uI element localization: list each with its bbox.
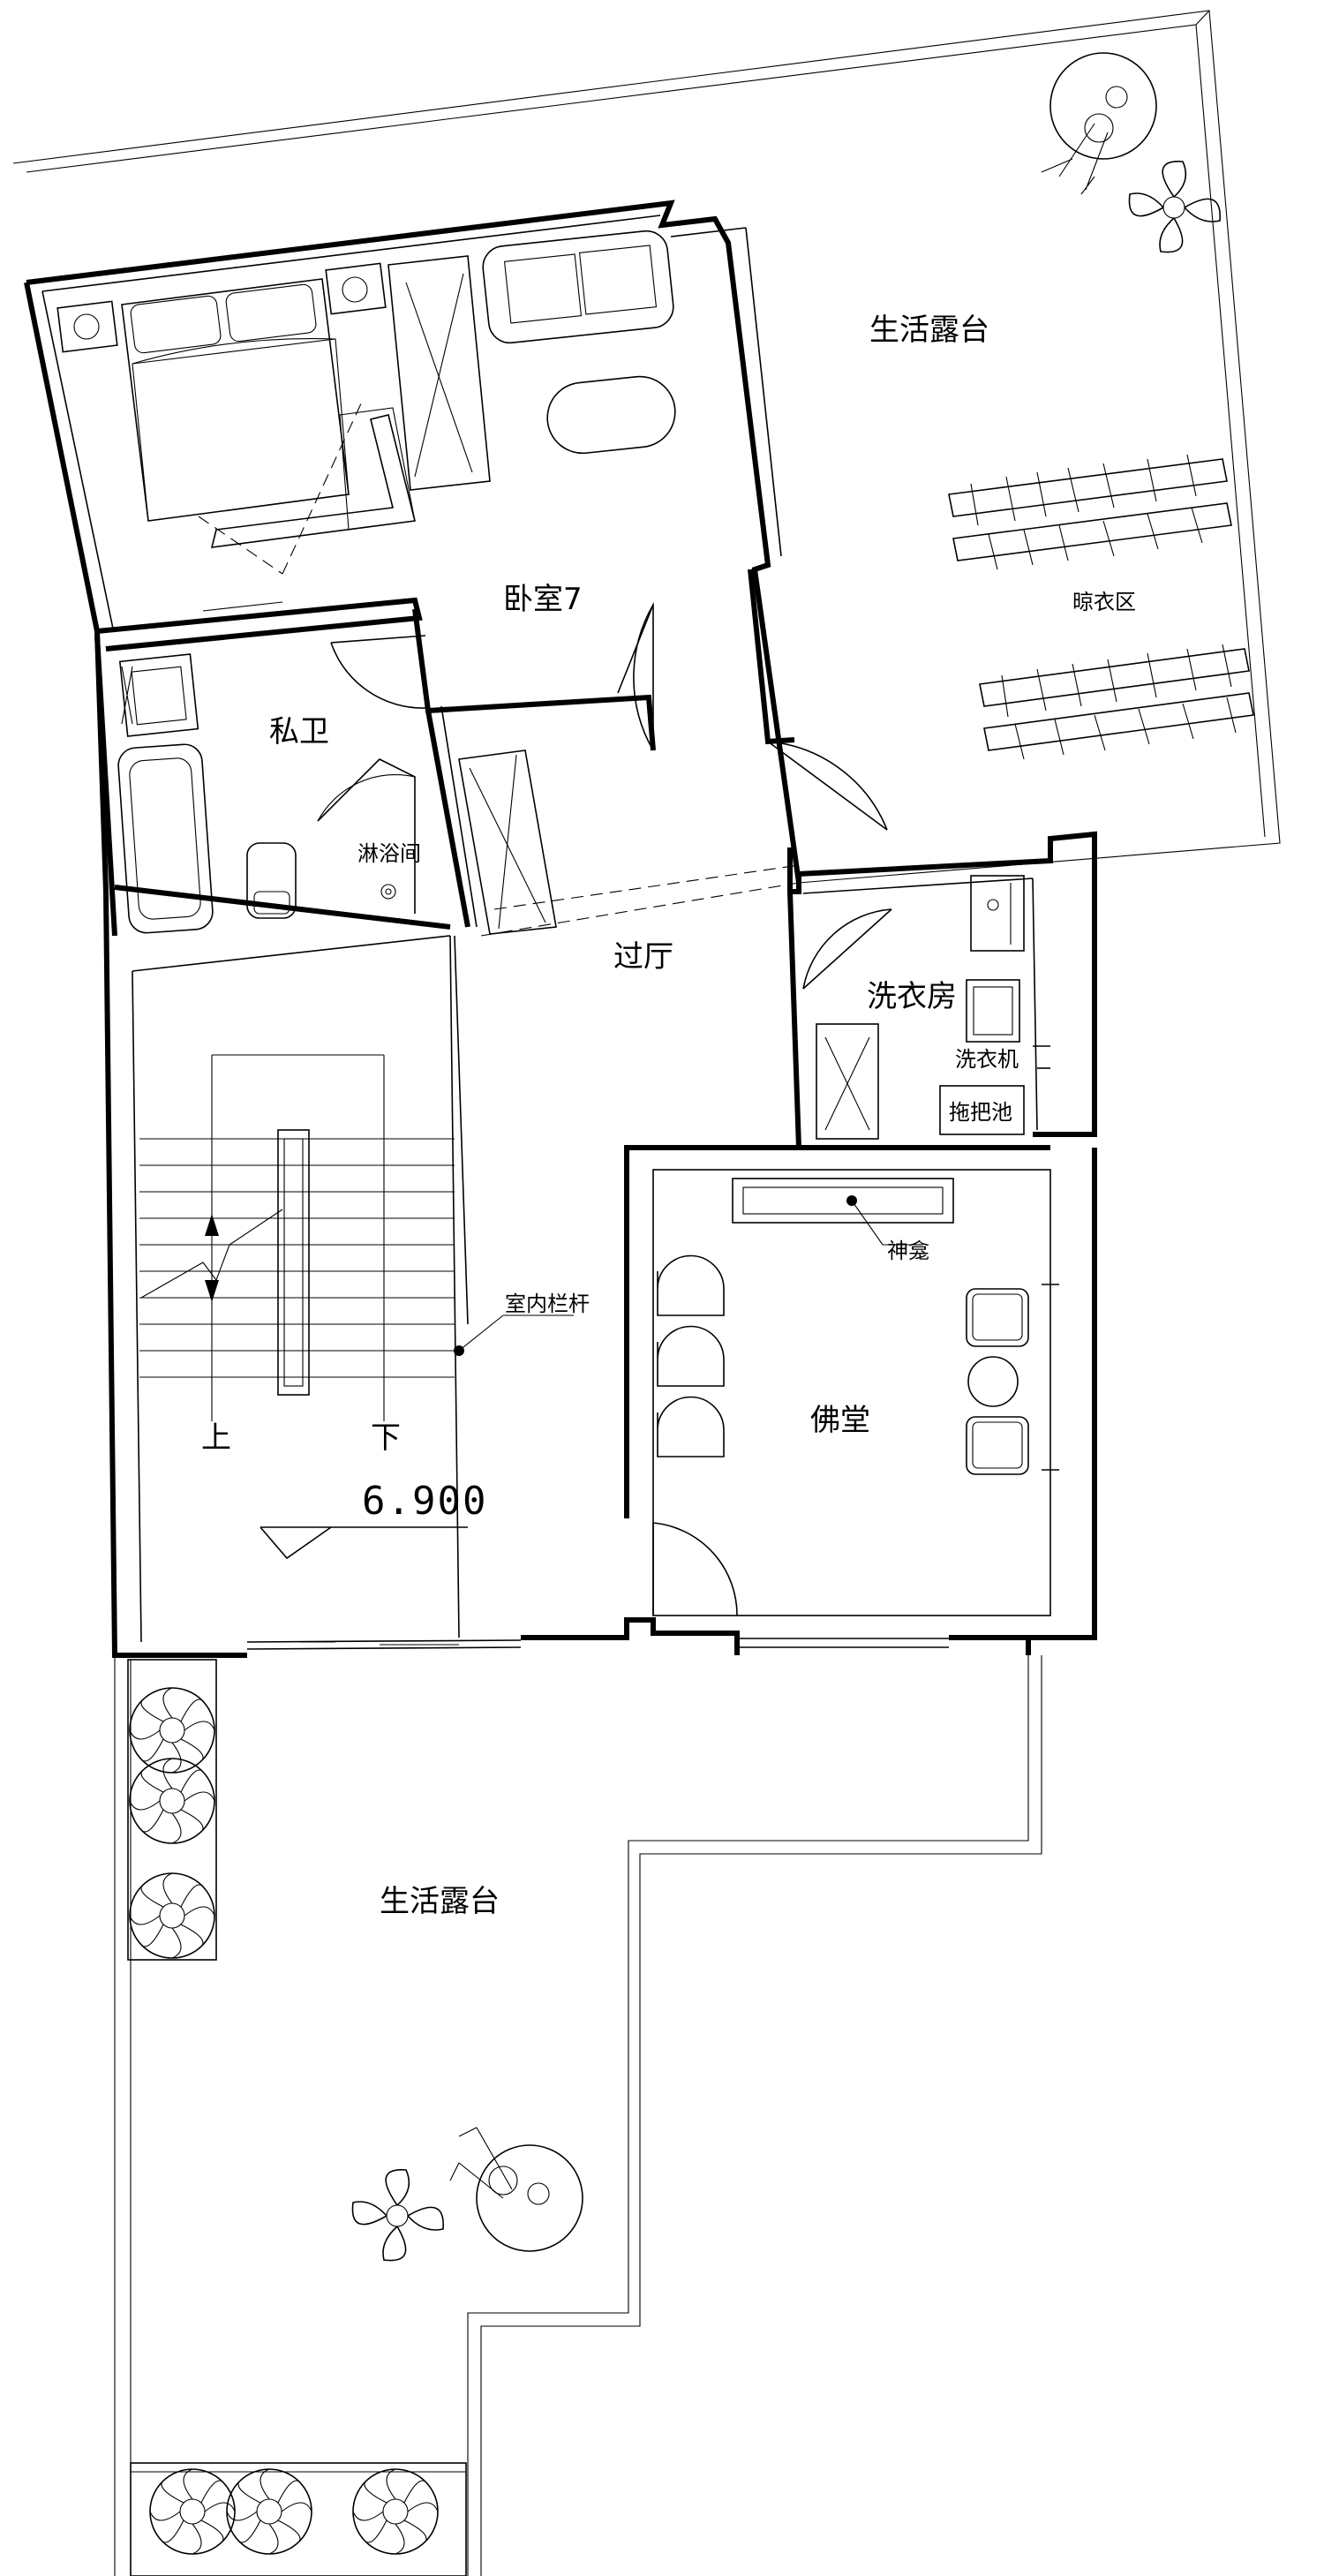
plants [129,161,1221,2555]
bathroom [94,635,426,937]
label-drying-area: 晾衣区 [1072,590,1136,614]
hall [458,741,888,937]
plant-icon [129,1758,215,1844]
bedroom-walls [24,200,801,930]
leaf-plant-icon [351,2169,444,2262]
label-buddha-hall: 佛堂 [810,1403,870,1438]
bottom-terrace [114,1655,1042,2576]
person-table-icon [1041,52,1157,195]
plant-icon [352,2468,439,2555]
label-stair-up: 上 [201,1420,231,1456]
bedroom-furniture [56,230,676,751]
label-terrace-bottom: 生活露台 [380,1884,500,1919]
plant-icon [129,1687,215,1774]
person-table-icon [449,2127,583,2252]
stair-treads [139,1138,455,1378]
buddha-hall [624,1145,1097,1640]
label-stair-down: 下 [371,1420,401,1456]
drying-rack [979,644,1254,760]
plant-icon [149,2468,236,2555]
label-terrace-top: 生活露台 [869,313,989,348]
plant-icon [129,1872,215,1959]
label-washer: 洗衣机 [955,1047,1019,1072]
label-bedroom: 卧室7 [503,582,583,617]
label-shrine: 神龛 [887,1239,929,1263]
label-bathroom: 私卫 [269,714,329,749]
drying-rack [948,454,1232,570]
label-shower: 淋浴间 [357,841,421,866]
label-laundry: 洗衣房 [867,979,957,1014]
leaf-plant-icon [1128,161,1221,253]
label-hall: 过厅 [613,939,673,975]
label-mop-sink: 拖把池 [949,1100,1012,1125]
laundry [787,831,1097,1150]
bottom-walls [246,1635,1031,1655]
stair [103,891,740,1658]
label-railing: 室内栏杆 [505,1292,590,1316]
label-elevation: 6.900 [362,1479,487,1524]
plant-icon [226,2468,312,2555]
